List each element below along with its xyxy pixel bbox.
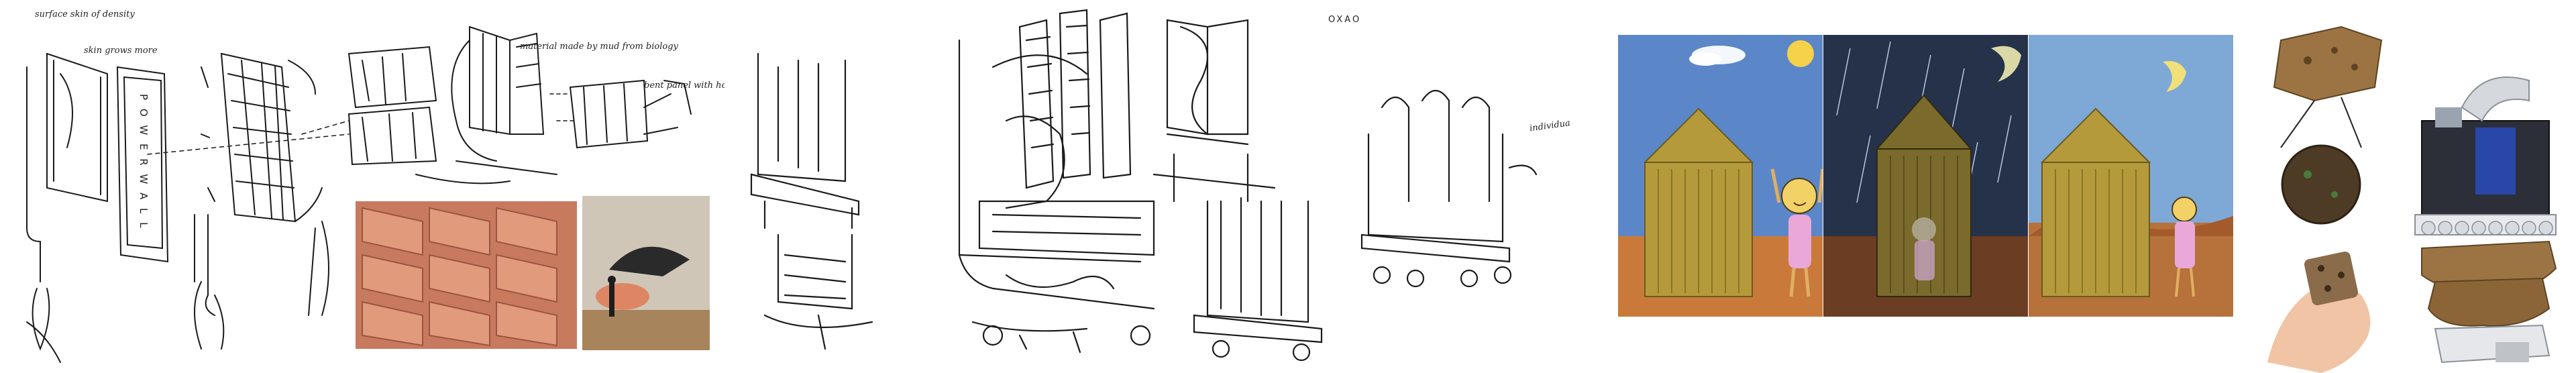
note-surface-skin: surface skin of density bbox=[35, 9, 135, 19]
child-drawing-day bbox=[1618, 35, 1823, 317]
child-drawing-rain-panel bbox=[1823, 35, 2028, 317]
note-skin-grows: skin grows more bbox=[84, 46, 158, 56]
child-drawing-day-panel bbox=[1618, 35, 1823, 317]
terracotta-tile-pattern bbox=[356, 201, 577, 349]
terracotta-tile-photo bbox=[356, 201, 577, 349]
child-drawing-rain bbox=[1823, 35, 2028, 317]
canopy-figure-scene bbox=[582, 196, 710, 350]
concept-sketch-drawing-left bbox=[26, 25, 692, 363]
note-powerwall: P O W E R W A L L bbox=[138, 94, 150, 231]
note-oxao: OXAO bbox=[1328, 15, 1362, 25]
note-bent-panel: bent panel with holes bbox=[644, 81, 724, 91]
concept-sketch-panel-left: surface skin of density skin grows more … bbox=[0, 0, 724, 373]
product-render-panel bbox=[2241, 13, 2569, 373]
child-drawing-evening-panel bbox=[2029, 35, 2233, 317]
concept-sketch-drawing-center bbox=[750, 9, 1538, 362]
product-render-drawing bbox=[2267, 25, 2557, 373]
concept-sketch-panel-center: OXAO individual bbox=[738, 0, 1570, 373]
child-drawing-evening bbox=[2029, 35, 2233, 317]
canopy-figure-photo bbox=[582, 196, 710, 350]
note-material: material made by mud from biology bbox=[520, 42, 678, 52]
